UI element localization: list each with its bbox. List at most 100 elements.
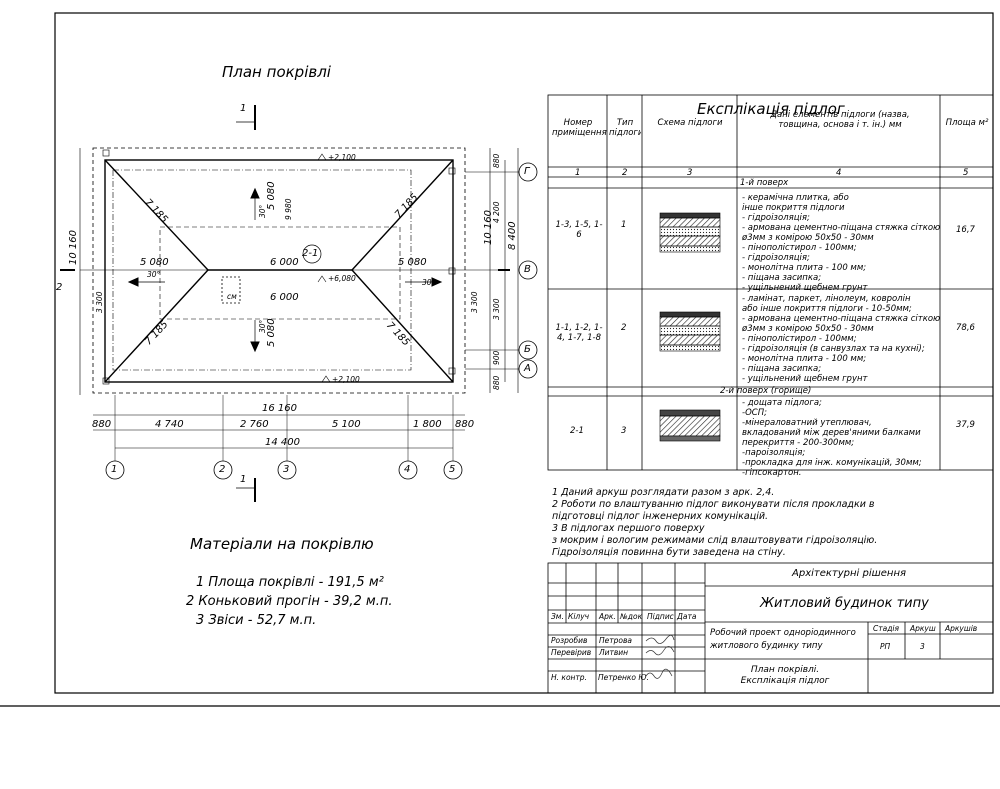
layer-line: інше покриття підлоги [742, 203, 845, 213]
axis-g: Г [524, 166, 530, 177]
layer-line: - ущільнений щебнем грунт [742, 374, 868, 384]
element-label: 2-1 [302, 248, 319, 259]
layer-line: ø3мм з комірою 50х50 - 30мм [742, 324, 874, 334]
row3-type: 3 [621, 426, 627, 436]
row1-layers: - керамічна плитка, або інше покриття пі… [742, 193, 941, 293]
level-top: +2,100 [328, 153, 356, 162]
slope-top: 30° [258, 204, 267, 218]
layer-line: - монолітна плита - 100 мм; [742, 263, 867, 273]
section-mark-bottom: 1 [240, 474, 247, 485]
dim-part-3: 2 760 [240, 419, 269, 430]
dim-right-part-4: 900 [492, 350, 501, 365]
dim-part-6: 880 [455, 419, 475, 430]
stamp-name: Петрова [599, 636, 632, 645]
dim-small-3: 9 980 [284, 198, 293, 220]
layer-line: - гідроізоляція; [742, 213, 810, 223]
stamp-sheet-header: Аркуш [910, 624, 936, 633]
header-elements: Дані елементів підлоги (назва, товщина, … [770, 110, 910, 130]
dim-right-part-1: 880 [492, 153, 501, 168]
row2-area: 78,6 [956, 323, 975, 333]
row1-type: 1 [621, 220, 627, 230]
material-item: 1 Площа покрівлі - 191,5 м² [196, 575, 384, 590]
axis-4: 4 [404, 464, 411, 475]
col-number-3: 3 [687, 168, 693, 178]
row1-rooms: 1-3, 1-5, 1-6 [555, 220, 603, 240]
layer-line: -мінераловатний утеплювач, [742, 418, 872, 428]
header-scheme: Схема підлоги [657, 118, 723, 128]
stamp-name: Петренко Ю. [598, 673, 649, 682]
row3-layers: - дощата підлога; -ОСП; -мінераловатний … [742, 398, 939, 478]
slope-bottom: 30° [258, 319, 267, 333]
section-mark-top: 1 [240, 103, 247, 114]
layer-line: - монолітна плита - 100 мм; [742, 354, 867, 364]
dim-right-part-3: 3 300 [492, 298, 501, 320]
slope-left: 30° [147, 270, 161, 279]
layer-line: ø3мм з комірою 50х50 - 30мм [742, 233, 874, 243]
note-line: 2 Роботи по влаштуванню підлог виконуват… [552, 499, 875, 510]
level-bottom: +2,100 [332, 375, 360, 384]
layer-line: - пінополістирол - 100мм; [742, 334, 857, 344]
stamp-role: Н. контр. [551, 673, 587, 682]
note-line: підготовці підлог інженерних комунікацій… [552, 511, 769, 522]
layer-line: - ламінат, паркет, лінолеум, ковролін [742, 294, 911, 304]
header-rooms: Номер приміщення [552, 118, 607, 138]
material-item: 2 Коньковий прогін - 39,2 м.п. [186, 594, 393, 609]
stamp-project: Архітектурні рішення [792, 568, 907, 579]
stamp-building: Житловий будинок типу [760, 596, 929, 611]
layer-line: - ущільнений щебнем грунт [742, 283, 868, 293]
row3-rooms: 2-1 [570, 426, 584, 436]
stamp-header: Зм. [551, 612, 564, 621]
header-area: Площа м² [945, 118, 989, 128]
dim-right-half: 5 080 [398, 257, 427, 268]
level-ridge: +6,080 [328, 274, 356, 283]
col-number-4: 4 [836, 168, 842, 178]
layer-line: -прокладка для інж. комунікацій, 30мм; [742, 458, 922, 468]
floor-table-grid [547, 94, 994, 471]
dim-part-5: 1 800 [413, 419, 442, 430]
slope-right: 30° [422, 278, 436, 287]
dim-right-total: 8 400 [507, 221, 518, 250]
chimney-label: см [227, 292, 237, 301]
axis-bubbles [105, 162, 538, 480]
note-line: 1 Даний аркуш розглядати разом з арк. 2,… [552, 487, 775, 498]
col-number-2: 2 [622, 168, 628, 178]
note-line: Гідроізоляція повинна бути заведена на с… [552, 547, 786, 558]
row2-rooms: 1-1, 1-2, 1-4, 1-7, 1-8 [555, 323, 603, 343]
layer-line: перекриття - 200-300мм; [742, 438, 855, 448]
layer-line: - піщана засипка; [742, 273, 822, 283]
axis-2: 2 [219, 464, 226, 475]
dim-part-2: 4 740 [155, 419, 184, 430]
stamp-role: Перевірив [551, 648, 592, 657]
stamp-header: Арк. [599, 612, 616, 621]
floor-scheme-1 [659, 212, 721, 253]
section-mark-left: 2 [56, 282, 63, 293]
stamp-drawing-title: План покрівлі. Експлікація підлог [740, 665, 830, 686]
roof-plan-drawing [60, 105, 520, 502]
dim-left-overall: 10 160 [68, 230, 79, 265]
roof-plan-title: План покрівлі [222, 63, 331, 81]
stamp-header: Кілуч [568, 612, 590, 621]
note-line: з мокрим і вологим режимами слід влаштов… [552, 535, 878, 546]
row2-type: 2 [621, 323, 627, 333]
layer-line: -пароізоляція; [742, 448, 806, 458]
stamp-stage: РП [880, 642, 891, 651]
stamp-header: Підпис [647, 612, 674, 621]
row1-area: 16,7 [956, 225, 975, 235]
stamp-header: №док [620, 612, 643, 621]
layer-line: вкладований між дерев'яними балками [742, 428, 921, 438]
dim-small-2: 3 300 [470, 291, 479, 313]
layer-line: - армована цементно-піщана стяжка сіткою [742, 223, 941, 233]
dim-small-1: 3 300 [95, 291, 104, 313]
col-number-1: 1 [575, 168, 581, 178]
material-item: 3 Звіси - 52,7 м.п. [196, 613, 317, 628]
section-first-floor: 1-й поверх [740, 178, 789, 188]
row3-area: 37,9 [956, 420, 975, 430]
layer-line: - армована цементно-піщана стяжка сіткою [742, 314, 941, 324]
floors-title: Експлікація підлог [697, 100, 845, 118]
layer-line: - керамічна плитка, або [742, 193, 849, 203]
stamp-role: Розробив [551, 636, 588, 645]
axis-1: 1 [111, 464, 118, 475]
dim-part-4: 5 100 [332, 419, 361, 430]
dim-total: 14 400 [265, 437, 300, 448]
stamp-name: Литвин [599, 648, 629, 657]
